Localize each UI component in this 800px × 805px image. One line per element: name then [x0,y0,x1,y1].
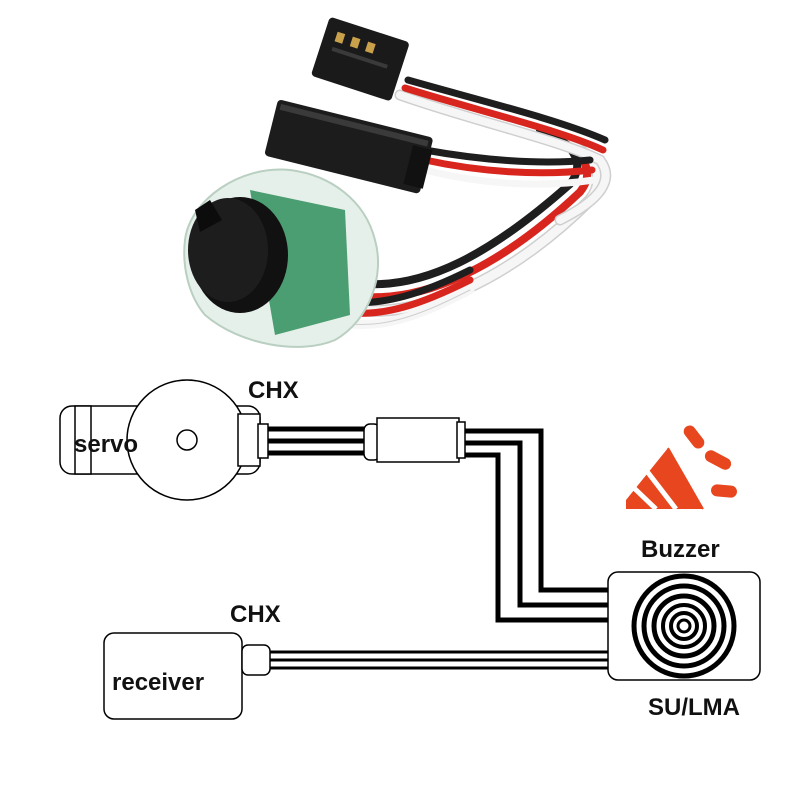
receiver-label: receiver [112,669,204,696]
buzzer-label: Buzzer [641,536,720,563]
buzzer-module-box [607,571,761,681]
inline-connector [363,417,466,463]
buzzer-module-photo [183,17,612,348]
receiver-cable [270,650,608,670]
servo-label: servo [74,431,138,458]
speaker-rings-icon [631,573,737,679]
servo-symbol [59,379,269,501]
chx-top-label: CHX [248,377,299,404]
extension-cable [465,428,608,623]
chx-bottom-label: CHX [230,601,281,628]
receiver-symbol [103,632,271,720]
servo-cable [268,426,370,456]
buzzer-alarm-icon [626,425,737,511]
model-label: SU/LMA [648,694,740,721]
